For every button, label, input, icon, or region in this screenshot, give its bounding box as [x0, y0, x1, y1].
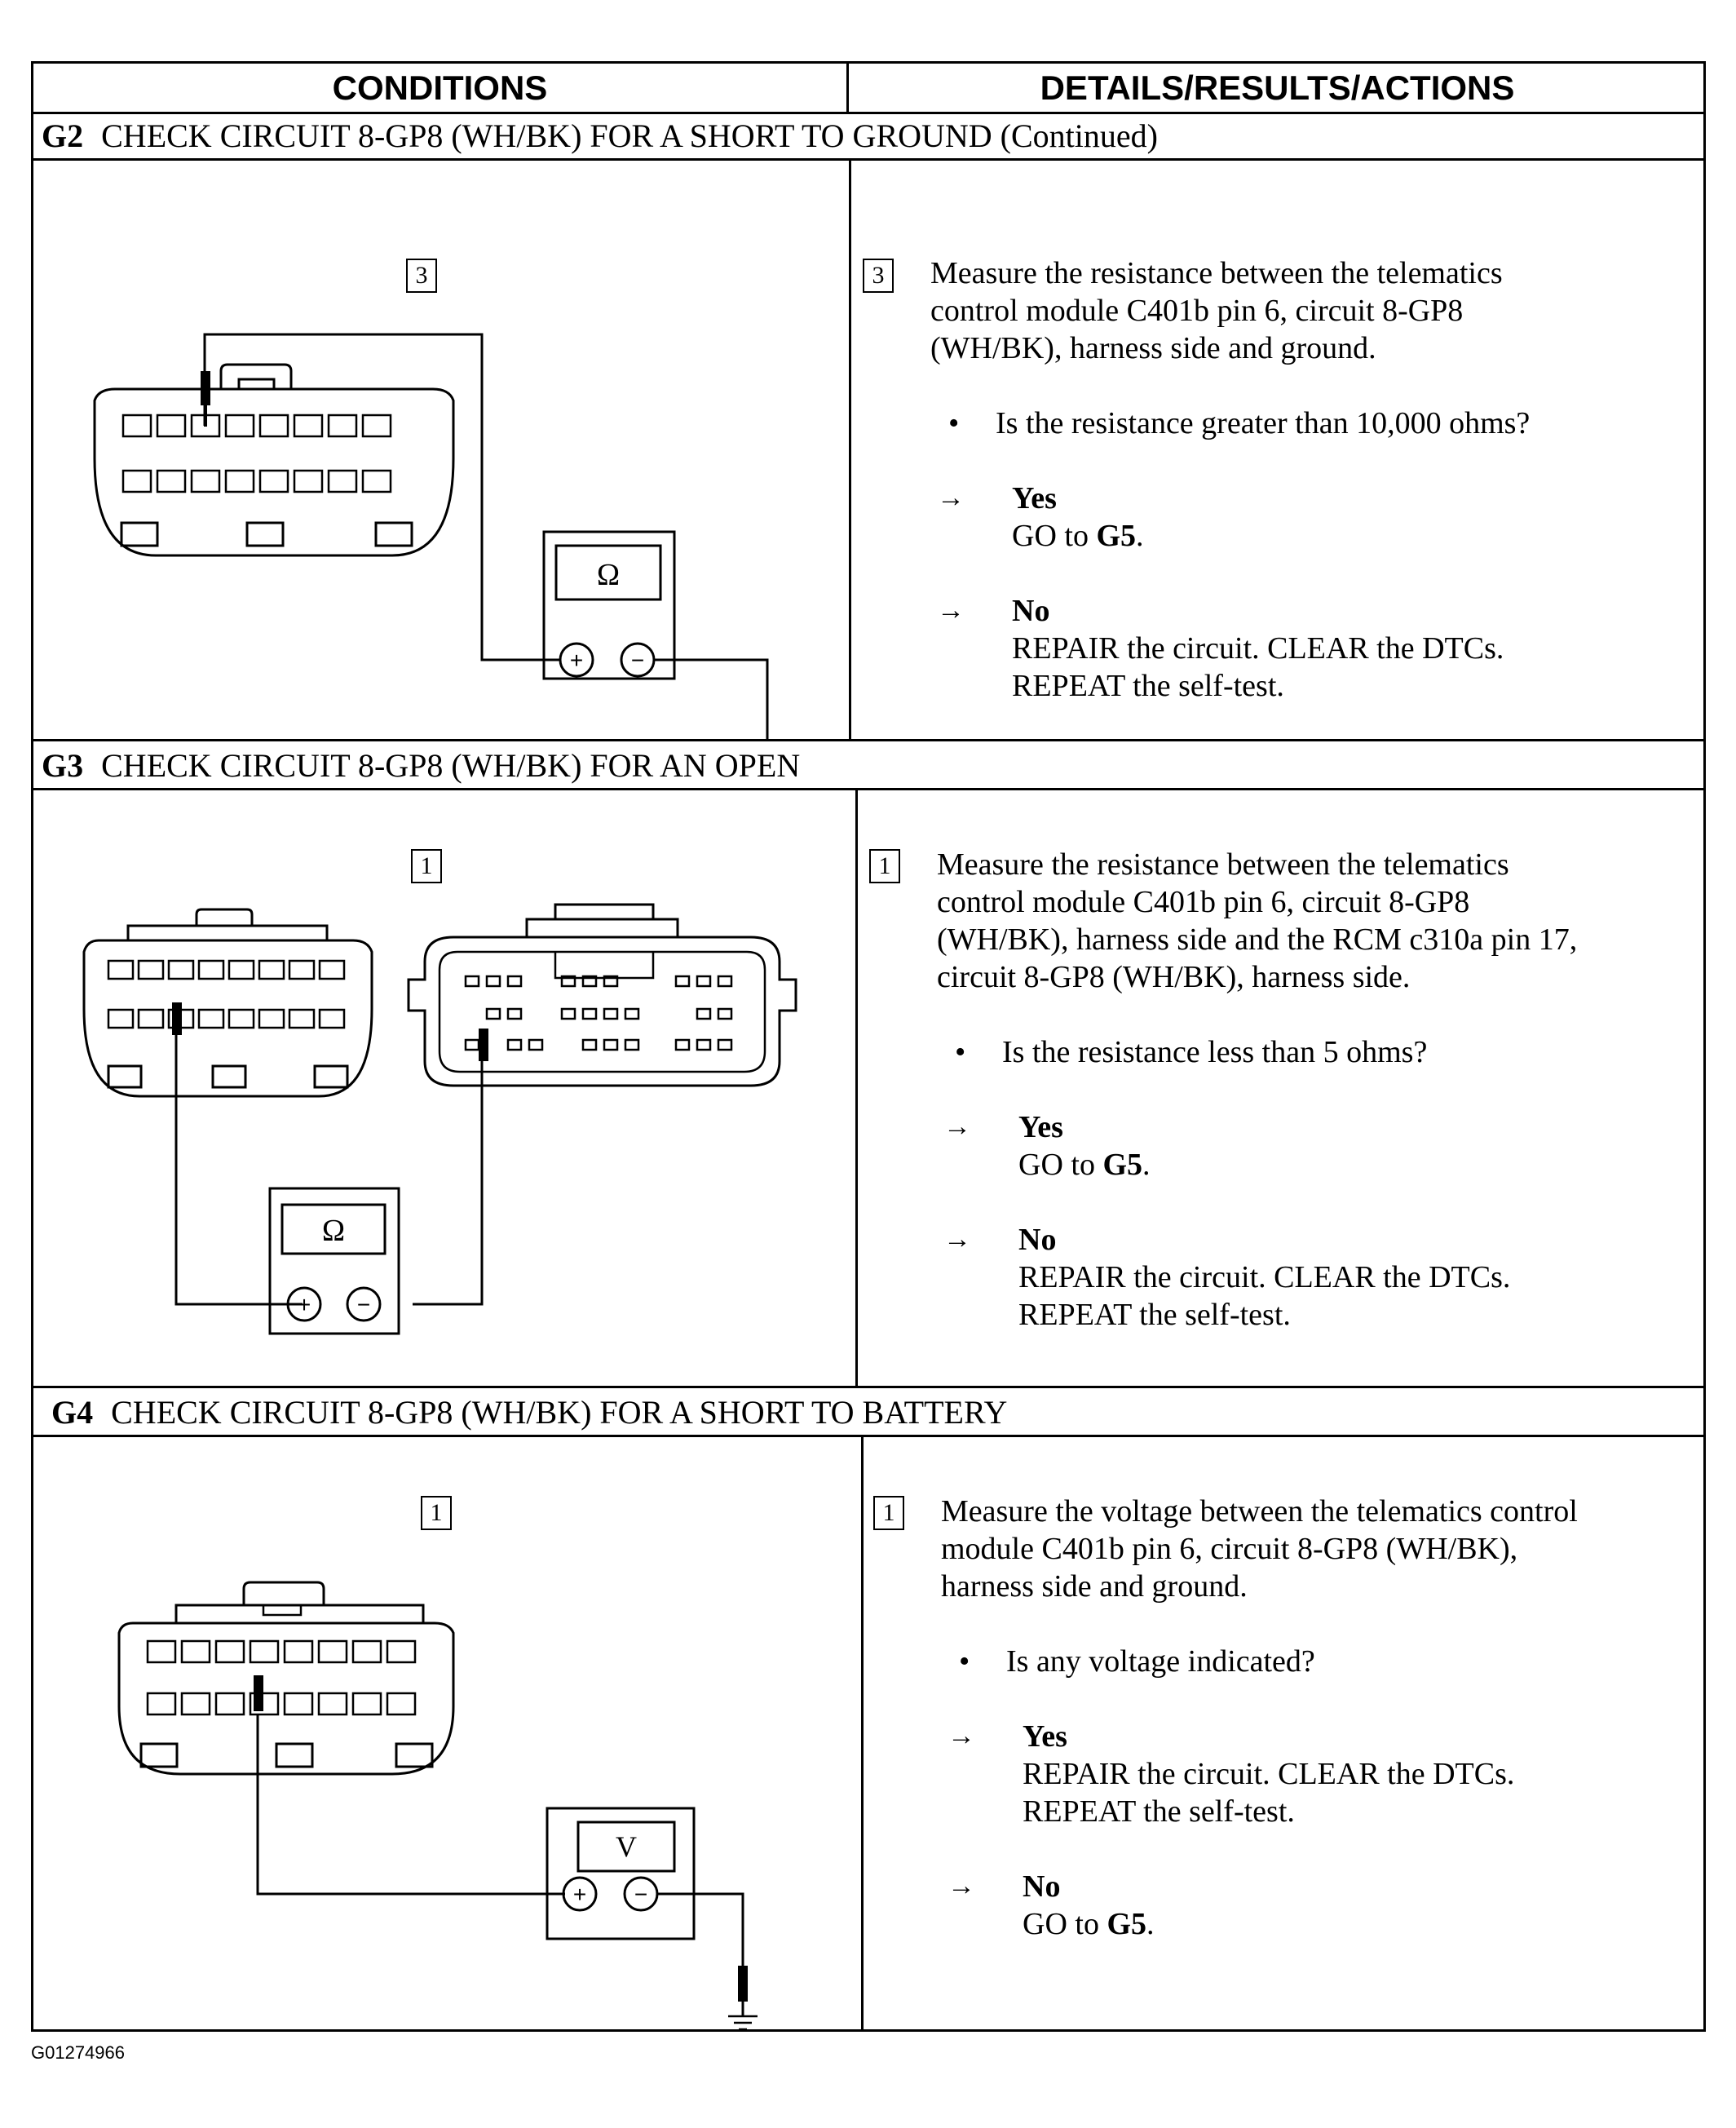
details-g4: Measure the voltage between the telemati…: [941, 1493, 1699, 2015]
target-step: G5: [1102, 1148, 1143, 1182]
arrow-icon: →: [943, 1224, 971, 1254]
section-title-g3: G3 CHECK CIRCUIT 8-GP8 (WH/BK) FOR AN OPE…: [33, 741, 1703, 790]
yes-action: REPAIR the circuit. CLEAR the DTCs.: [1023, 1757, 1515, 1791]
column-divider: [861, 1437, 864, 2029]
section-id: G2: [42, 117, 84, 154]
no-action: REPAIR the circuit. CLEAR the DTCs.: [1012, 631, 1504, 666]
arrow-icon: →: [937, 595, 965, 626]
plus-icon: +: [298, 1292, 311, 1317]
no-action: GO to G5.: [1023, 1907, 1155, 1941]
question: Is any voltage indicated?: [1006, 1644, 1315, 1679]
column-divider: [849, 161, 851, 739]
step-number-box: 3: [406, 259, 437, 293]
step-number-box: 1: [411, 849, 442, 883]
minus-icon: −: [357, 1292, 370, 1317]
arrow-icon: →: [943, 1112, 971, 1142]
connector-open-diagram: Ω + −: [82, 903, 797, 1335]
arrow-icon: →: [948, 1871, 975, 1901]
section-body-g3: Ω + − 1 1 Measure the resistance between…: [33, 790, 1703, 1388]
connector-ground-diagram: Ω + −: [93, 333, 769, 739]
bullet-icon: •: [959, 1644, 970, 1679]
instruction-line: Measure the resistance between the telem…: [930, 256, 1503, 290]
instruction-line: Measure the voltage between the telemati…: [941, 1494, 1578, 1529]
section-title-g4: G4 CHECK CIRCUIT 8-GP8 (WH/BK) FOR A SHOR…: [33, 1388, 1703, 1437]
no-action: REPAIR the circuit. CLEAR the DTCs.: [1018, 1260, 1511, 1294]
conditions-header: CONDITIONS: [33, 64, 849, 112]
instruction-line: control module C401b pin 6, circuit 8-GP…: [937, 885, 1470, 919]
section-body-g4: V + − 1 1 Measure the voltage between th…: [33, 1437, 1703, 2029]
target-step: G5: [1096, 519, 1137, 553]
yes-label: Yes: [1023, 1719, 1067, 1754]
instruction-line: harness side and ground.: [941, 1569, 1248, 1604]
step-number-box: 1: [421, 1496, 452, 1530]
details-header: DETAILS/RESULTS/ACTIONS: [1040, 69, 1515, 107]
ohm-meter-symbol: Ω: [597, 558, 620, 592]
table-header: CONDITIONS DETAILS/RESULTS/ACTIONS: [33, 64, 1703, 114]
plus-icon: +: [570, 648, 583, 673]
figure-id: G01274966: [31, 2042, 125, 2063]
instruction-line: (WH/BK), harness side and ground.: [930, 331, 1376, 365]
no-label: No: [1018, 1223, 1057, 1257]
volt-meter-symbol: V: [616, 1830, 637, 1863]
details-g2: Measure the resistance between the telem…: [930, 254, 1697, 736]
section-title-g2: G2 CHECK CIRCUIT 8-GP8 (WH/BK) FOR A SHOR…: [33, 112, 1703, 161]
no-action: REPEAT the self-test.: [1018, 1298, 1291, 1332]
target-step: G5: [1107, 1907, 1147, 1941]
section-body-g2: Ω + − 3 3 Measure the resistance between…: [33, 161, 1703, 741]
instruction-line: Measure the resistance between the telem…: [937, 847, 1509, 882]
yes-action: REPEAT the self-test.: [1023, 1794, 1295, 1829]
step-number-box: 1: [873, 1496, 904, 1530]
arrow-icon: →: [948, 1721, 975, 1751]
instruction-line: (WH/BK), harness side and the RCM c310a …: [937, 922, 1578, 957]
connector-battery-diagram: V + −: [117, 1581, 758, 2029]
section-title-text: CHECK CIRCUIT 8-GP8 (WH/BK) FOR A SHORT …: [111, 1394, 1008, 1431]
instruction-line: circuit 8-GP8 (WH/BK), harness side.: [937, 960, 1411, 994]
instruction-line: module C401b pin 6, circuit 8-GP8 (WH/BK…: [941, 1532, 1518, 1566]
bullet-icon: •: [955, 1035, 966, 1069]
bullet-icon: •: [948, 406, 960, 440]
section-title-text: CHECK CIRCUIT 8-GP8 (WH/BK) FOR A SHORT …: [101, 117, 1158, 154]
yes-action: GO to G5.: [1012, 519, 1144, 553]
question: Is the resistance less than 5 ohms?: [1002, 1035, 1428, 1069]
minus-icon: −: [631, 648, 644, 673]
plus-icon: +: [573, 1882, 586, 1907]
step-number-box: 1: [869, 849, 900, 883]
step-number-box: 3: [863, 259, 894, 293]
yes-label: Yes: [1018, 1110, 1063, 1144]
ohm-meter-symbol: Ω: [322, 1214, 345, 1248]
section-id: G3: [42, 747, 84, 784]
no-label: No: [1023, 1869, 1061, 1904]
yes-label: Yes: [1012, 481, 1057, 515]
question: Is the resistance greater than 10,000 oh…: [996, 406, 1531, 440]
yes-action: GO to G5.: [1018, 1148, 1151, 1182]
minus-icon: −: [634, 1882, 647, 1907]
no-action: REPEAT the self-test.: [1012, 669, 1284, 703]
section-id: G4: [51, 1394, 94, 1431]
column-divider: [855, 790, 858, 1386]
instruction-line: control module C401b pin 6, circuit 8-GP…: [930, 294, 1464, 328]
details-g3: Measure the resistance between the telem…: [937, 846, 1703, 1368]
arrow-icon: →: [937, 483, 965, 513]
section-title-text: CHECK CIRCUIT 8-GP8 (WH/BK) FOR AN OPEN: [101, 747, 801, 784]
no-label: No: [1012, 594, 1050, 628]
